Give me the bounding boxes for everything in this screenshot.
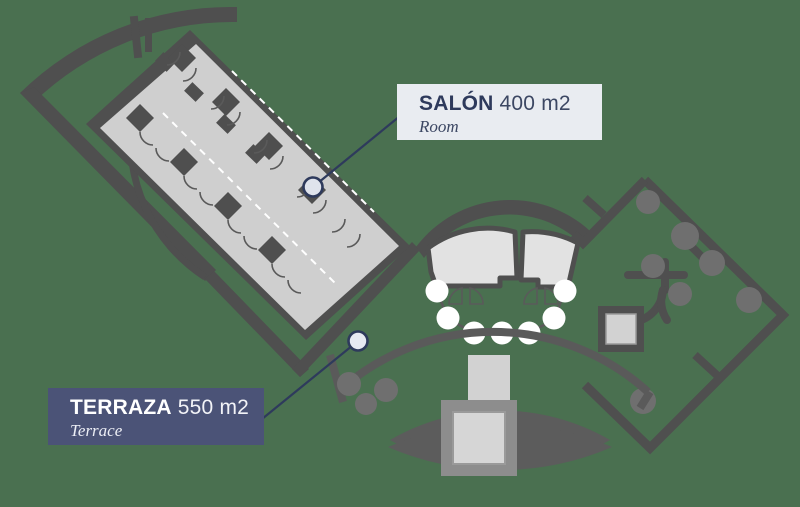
garden-trees <box>630 190 762 414</box>
terraza-leader-line <box>261 340 359 420</box>
callout-salon-name: SALÓN <box>419 92 494 115</box>
callout-terraza-subtitle: Terrace <box>70 421 123 441</box>
tree <box>671 222 699 250</box>
tree <box>668 282 692 306</box>
salon-section-dividers <box>162 70 375 286</box>
tree <box>736 287 762 313</box>
callout-terraza-name: TERRAZA <box>70 396 172 419</box>
callout-terraza-title: TERRAZA 550 m2 <box>70 396 250 419</box>
callout-salon-subtitle: Room <box>419 117 459 137</box>
terraza-marker <box>347 330 369 352</box>
courtyard-door-swings <box>448 287 559 305</box>
callout-terraza-area: 550 m2 <box>177 396 250 419</box>
column <box>436 306 460 330</box>
garden-pavilion <box>598 306 644 352</box>
tree <box>374 378 398 402</box>
central-pavilion <box>441 400 517 476</box>
tree <box>337 372 361 396</box>
salon-leader-line <box>312 115 401 188</box>
tree <box>355 393 377 415</box>
salon-building <box>86 30 410 340</box>
callout-salon-area: 400 m2 <box>499 92 571 115</box>
tree <box>699 250 725 276</box>
callout-leaders <box>261 115 401 420</box>
callout-salon[interactable]: SALÓN 400 m2 Room <box>397 84 602 140</box>
column <box>542 306 566 330</box>
bottom-grounds <box>326 328 654 476</box>
garden-diamond <box>570 176 790 455</box>
tree <box>636 190 660 214</box>
salon-window-swings <box>166 51 361 248</box>
callout-salon-title: SALÓN 400 m2 <box>419 92 588 115</box>
column <box>425 279 449 303</box>
central-courtyard <box>416 199 590 345</box>
column <box>553 279 577 303</box>
terrace-wedge <box>20 6 420 377</box>
salon-marker <box>302 176 324 198</box>
tree <box>641 254 665 278</box>
callout-terraza[interactable]: TERRAZA 550 m2 Terrace <box>48 388 264 445</box>
bottom-trees <box>337 372 398 415</box>
salon-window-swings-sw <box>139 131 302 294</box>
